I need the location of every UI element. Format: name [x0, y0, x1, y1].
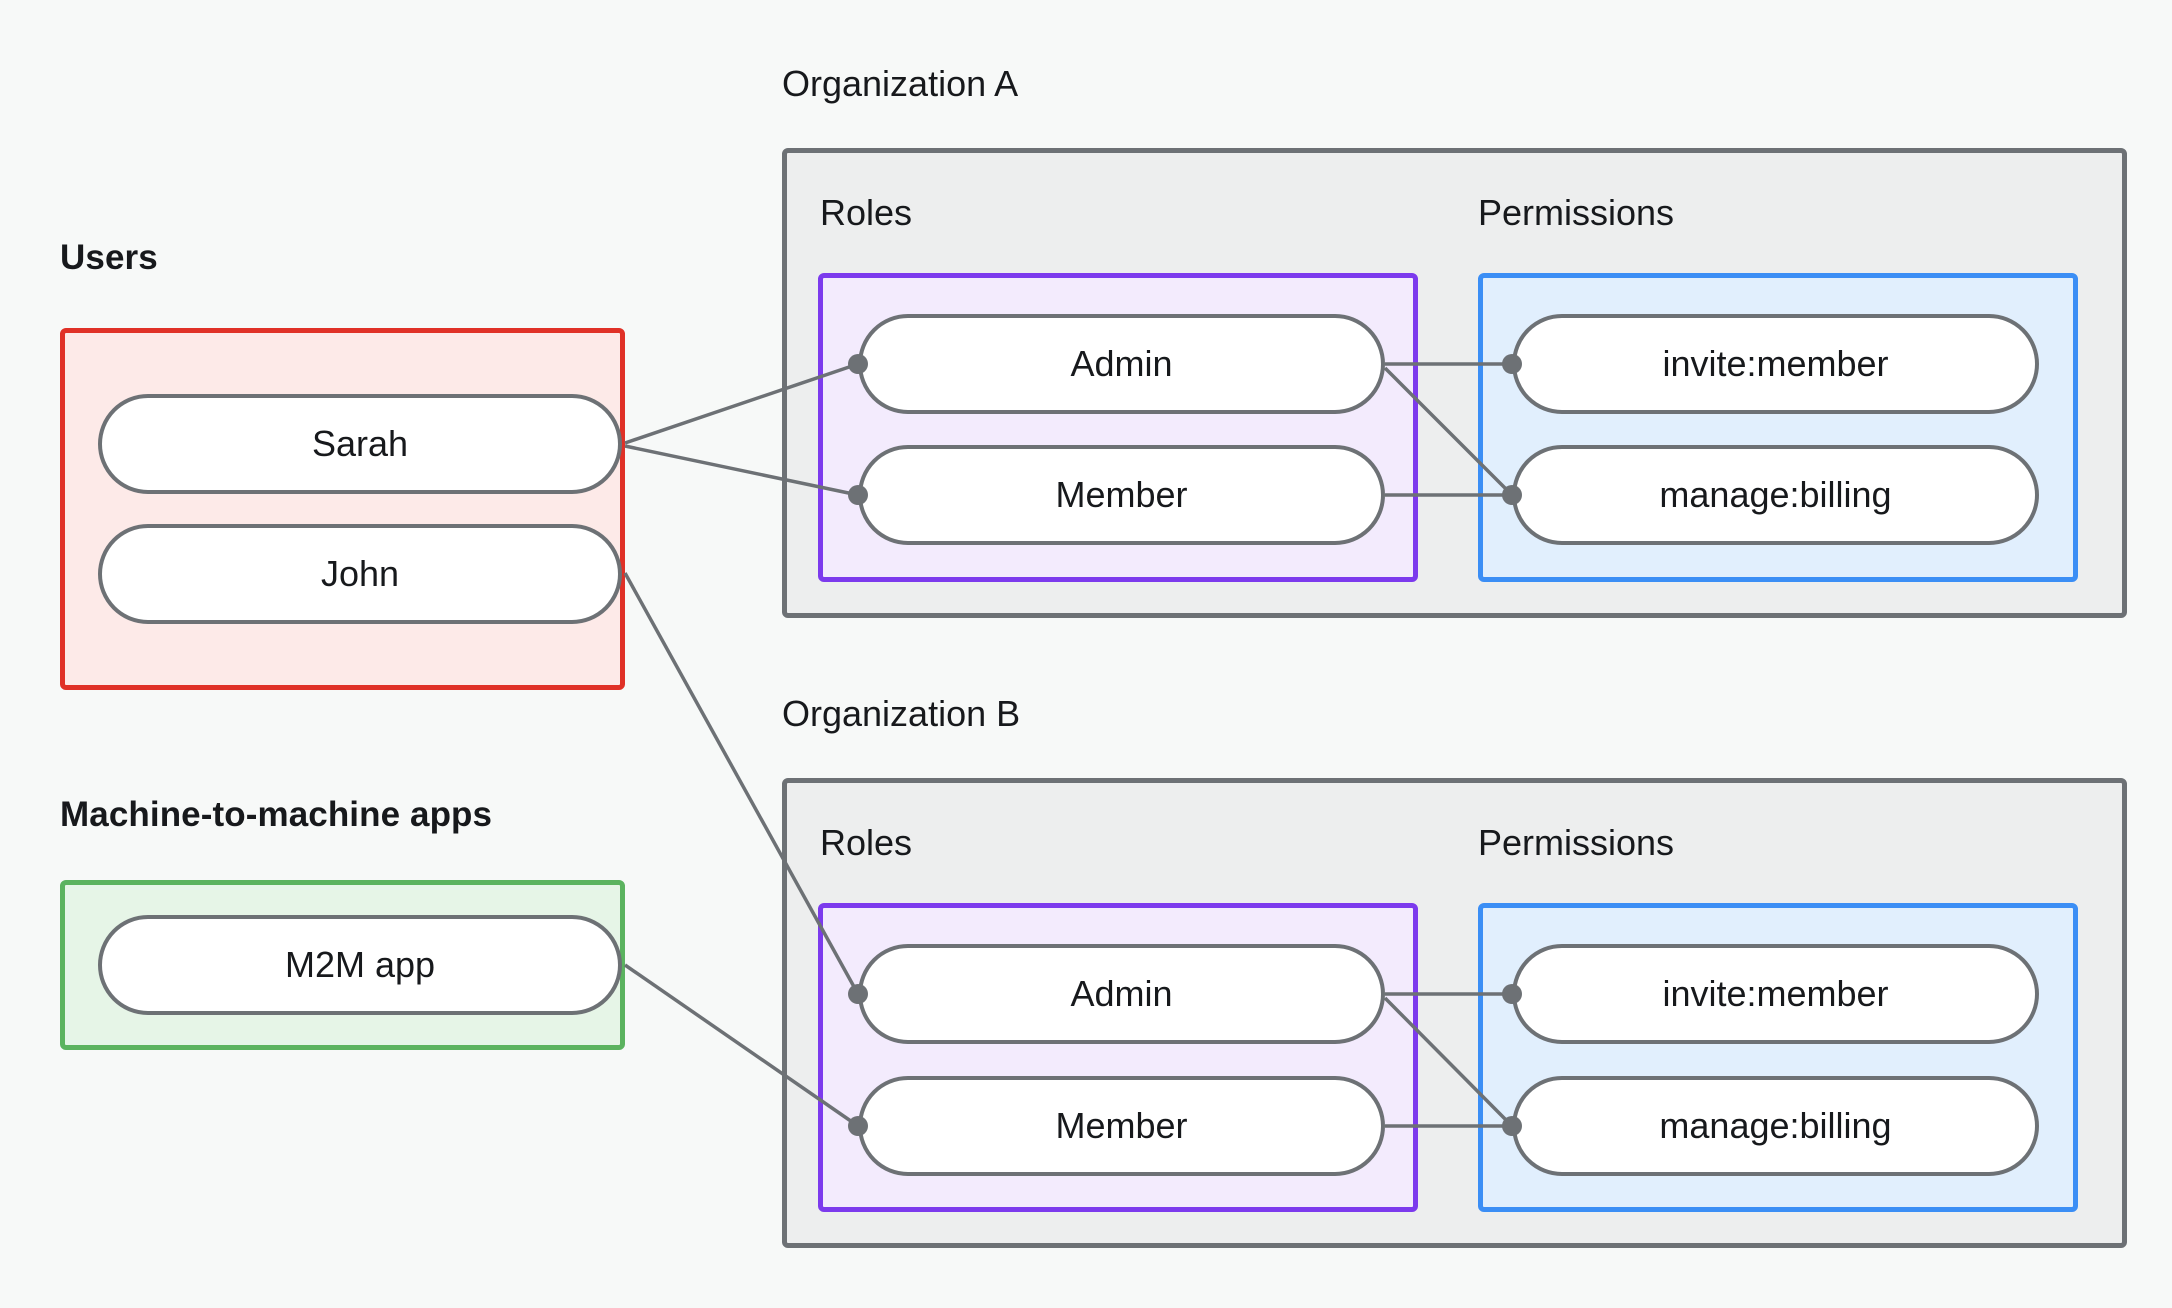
- node-orgB-role-admin[interactable]: Admin: [858, 944, 1385, 1044]
- node-john-label: John: [320, 553, 400, 594]
- node-orgB-role-member[interactable]: Member: [858, 1076, 1385, 1176]
- node-m2m-app-label: M2M app: [284, 944, 436, 985]
- node-m2m-app[interactable]: M2M app: [98, 915, 622, 1015]
- users-group-label: Users: [60, 238, 158, 277]
- organization-a-label: Organization A: [782, 63, 1019, 104]
- node-sarah-label: Sarah: [311, 423, 409, 464]
- node-orgB-role-admin-label: Admin: [1070, 973, 1173, 1014]
- organization-a-permissions-label: Permissions: [1478, 192, 1675, 233]
- node-orgB-permission-invite-member[interactable]: invite:member: [1512, 944, 2039, 1044]
- organization-b-permissions-label: Permissions: [1478, 822, 1675, 863]
- node-orgA-permission-invite-member-label: invite:member: [1662, 343, 1889, 384]
- organization-b-label: Organization B: [782, 693, 1021, 734]
- organization-a-roles-label: Roles: [820, 192, 913, 233]
- node-orgA-permission-manage-billing[interactable]: manage:billing: [1512, 445, 2039, 545]
- node-orgA-permission-manage-billing-label: manage:billing: [1659, 474, 1892, 515]
- users-group-box: [60, 328, 625, 690]
- node-orgB-permission-invite-member-label: invite:member: [1662, 973, 1889, 1014]
- node-orgA-role-admin-label: Admin: [1070, 343, 1173, 384]
- node-orgA-role-member-label: Member: [1055, 474, 1188, 515]
- node-orgB-role-member-label: Member: [1055, 1105, 1188, 1146]
- organization-b-roles-label: Roles: [820, 822, 913, 863]
- node-orgA-role-admin[interactable]: Admin: [858, 314, 1385, 414]
- node-orgA-permission-invite-member[interactable]: invite:member: [1512, 314, 2039, 414]
- node-orgB-permission-manage-billing-label: manage:billing: [1659, 1105, 1892, 1146]
- node-orgB-permission-manage-billing[interactable]: manage:billing: [1512, 1076, 2039, 1176]
- node-john[interactable]: John: [98, 524, 622, 624]
- m2m-group-label: Machine-to-machine apps: [60, 795, 493, 834]
- node-orgA-role-member[interactable]: Member: [858, 445, 1385, 545]
- node-sarah[interactable]: Sarah: [98, 394, 622, 494]
